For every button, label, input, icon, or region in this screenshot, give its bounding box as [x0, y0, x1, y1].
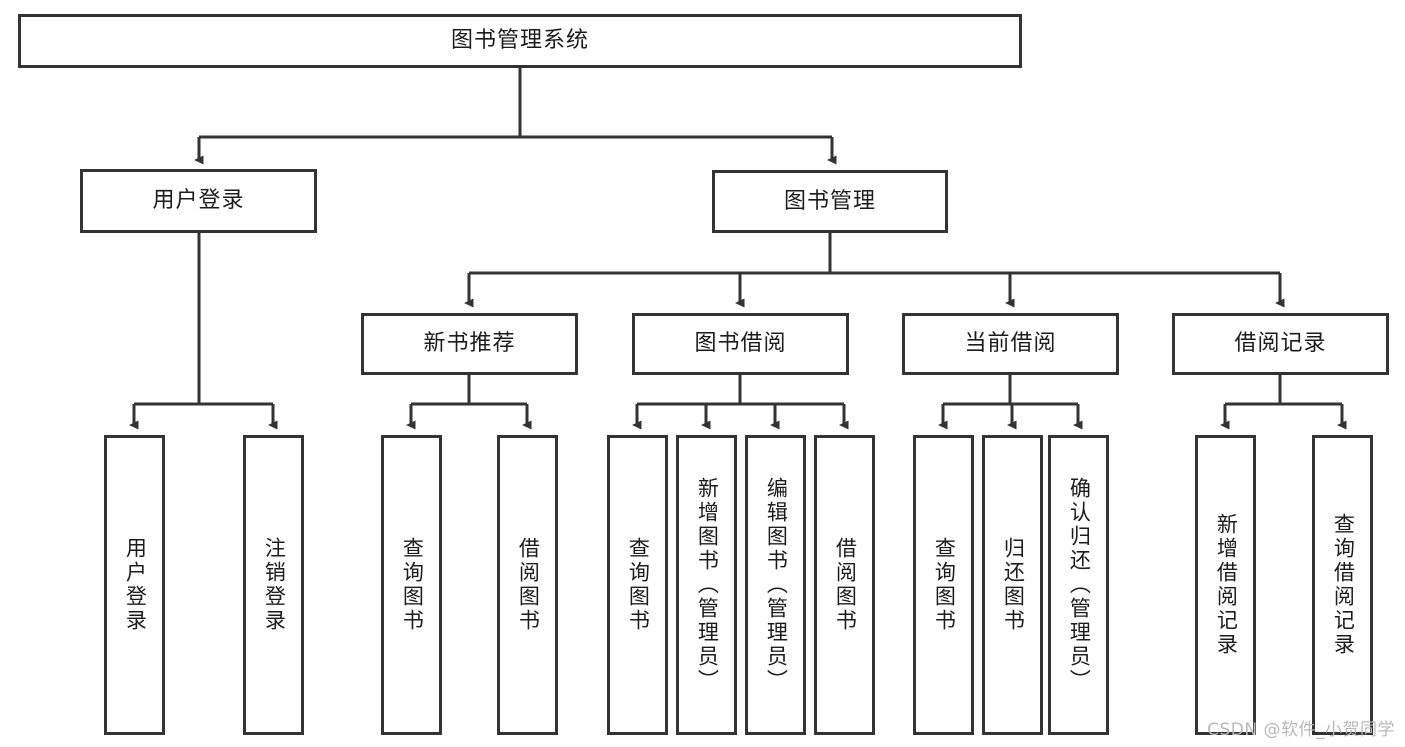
node-leaf-query-book-1-label: 查询图书	[400, 537, 425, 633]
node-leaf-edit-book[interactable]: 编辑图书（管理员）	[745, 435, 806, 735]
node-leaf-query-record-label: 查询借阅记录	[1331, 513, 1356, 657]
node-leaf-borrow-book-2[interactable]: 借阅图书	[814, 435, 875, 735]
node-borrow-record[interactable]: 借阅记录	[1172, 313, 1389, 375]
node-leaf-user-login-label: 用户登录	[123, 537, 148, 633]
node-leaf-return-book-label: 归还图书	[1001, 537, 1026, 633]
node-leaf-return-book[interactable]: 归还图书	[982, 435, 1043, 735]
node-leaf-user-login[interactable]: 用户登录	[104, 435, 165, 735]
node-leaf-confirm-return[interactable]: 确认归还（管理员）	[1048, 435, 1109, 735]
node-borrow-record-label: 借阅记录	[1234, 331, 1327, 357]
node-book-manage-label: 图书管理	[783, 188, 876, 214]
node-leaf-query-record[interactable]: 查询借阅记录	[1312, 435, 1373, 735]
watermark: CSDN @软件_小贺同学	[1207, 720, 1395, 740]
node-current-borrow[interactable]: 当前借阅	[902, 313, 1119, 375]
node-leaf-query-book-1[interactable]: 查询图书	[381, 435, 442, 735]
node-leaf-query-book-2-label: 查询图书	[626, 537, 651, 633]
node-leaf-add-record[interactable]: 新增借阅记录	[1195, 435, 1256, 735]
node-leaf-query-book-2[interactable]: 查询图书	[607, 435, 668, 735]
node-book-borrow[interactable]: 图书借阅	[632, 313, 849, 375]
node-current-borrow-label: 当前借阅	[964, 331, 1057, 357]
node-root[interactable]: 图书管理系统	[18, 14, 1022, 68]
node-leaf-borrow-book-1[interactable]: 借阅图书	[497, 435, 558, 735]
node-leaf-add-record-label: 新增借阅记录	[1214, 513, 1239, 657]
node-leaf-edit-book-label: 编辑图书（管理员）	[764, 477, 789, 693]
node-leaf-borrow-book-2-label: 借阅图书	[833, 537, 858, 633]
node-book-borrow-label: 图书借阅	[694, 331, 787, 357]
node-leaf-query-book-3-label: 查询图书	[932, 537, 957, 633]
node-leaf-borrow-book-1-label: 借阅图书	[516, 537, 541, 633]
node-leaf-user-logout-label: 注销登录	[262, 537, 287, 633]
node-leaf-add-book[interactable]: 新增图书（管理员）	[676, 435, 737, 735]
node-book-manage[interactable]: 图书管理	[712, 170, 948, 233]
node-leaf-user-logout[interactable]: 注销登录	[243, 435, 304, 735]
node-new-book-recommend-label: 新书推荐	[423, 331, 516, 357]
node-leaf-add-book-label: 新增图书（管理员）	[695, 477, 720, 693]
node-leaf-confirm-return-label: 确认归还（管理员）	[1067, 477, 1092, 693]
node-user-login-label: 用户登录	[152, 188, 245, 214]
node-root-label: 图书管理系统	[450, 28, 589, 54]
node-user-login[interactable]: 用户登录	[80, 169, 317, 233]
node-leaf-query-book-3[interactable]: 查询图书	[913, 435, 974, 735]
node-new-book-recommend[interactable]: 新书推荐	[361, 313, 578, 375]
